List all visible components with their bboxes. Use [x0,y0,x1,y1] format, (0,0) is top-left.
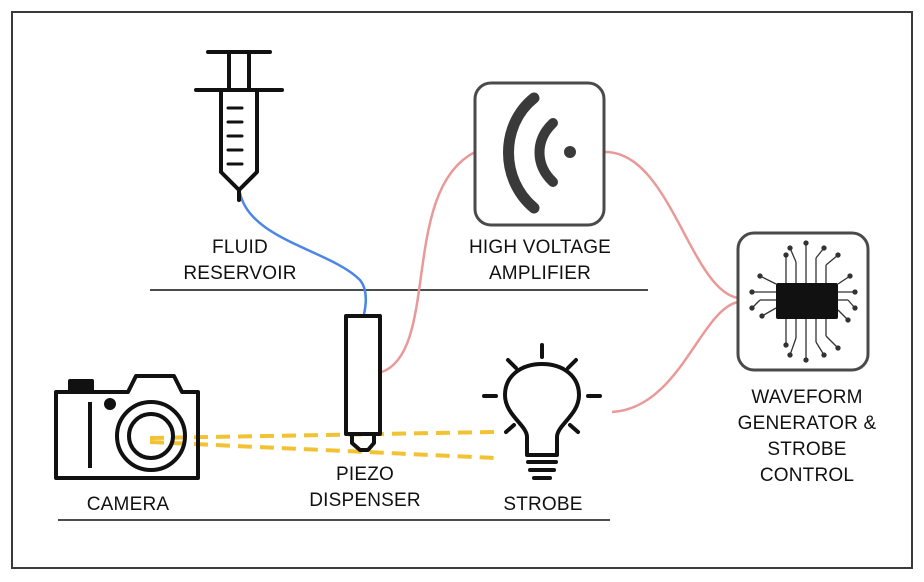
piezo-label-line1: PIEZO [335,464,394,485]
fluid-reservoir-label-line1: FLUID [212,237,268,258]
fluid-reservoir-label: FLUID RESERVOIR [150,235,330,287]
light-path [149,430,497,460]
amp-to-dispenser-wire [381,150,476,374]
fluid-reservoir-label-line2: RESERVOIR [183,263,297,284]
amplifier-label-line2: AMPLIFIER [488,263,592,284]
fluid-line [238,192,367,315]
amplifier-label-line1: HIGH VOLTAGE [468,237,612,258]
piezo-dispenser-label: PIEZO DISPENSER [290,462,440,514]
waveform-label: WAVEFORM GENERATOR & STROBE CONTROL [712,385,902,489]
piezo-label-line2: DISPENSER [309,490,421,511]
waveform-label-line1: WAVEFORM [751,387,863,408]
syringe-icon [194,50,284,202]
waveform-label-line3: STROBE [767,439,847,460]
camera-label-text: CAMERA [86,494,170,515]
microchip-icon [736,231,870,372]
strobe-to-waveform-wire [611,300,739,414]
camera-label: CAMERA [58,492,198,518]
waveform-label-line4: CONTROL [759,465,855,486]
signal-wires [381,150,739,414]
strobe-label: STROBE [478,492,608,518]
amplifier-label: HIGH VOLTAGE AMPLIFIER [440,235,640,287]
camera-icon [54,374,200,480]
strobe-label-text: STROBE [503,494,583,515]
amp-to-waveform-wire [603,150,739,300]
signal-waves-icon [473,81,606,227]
waveform-label-line2: GENERATOR & [737,413,877,434]
lightbulb-icon [482,343,602,480]
piezo-dispenser-icon [344,314,382,452]
